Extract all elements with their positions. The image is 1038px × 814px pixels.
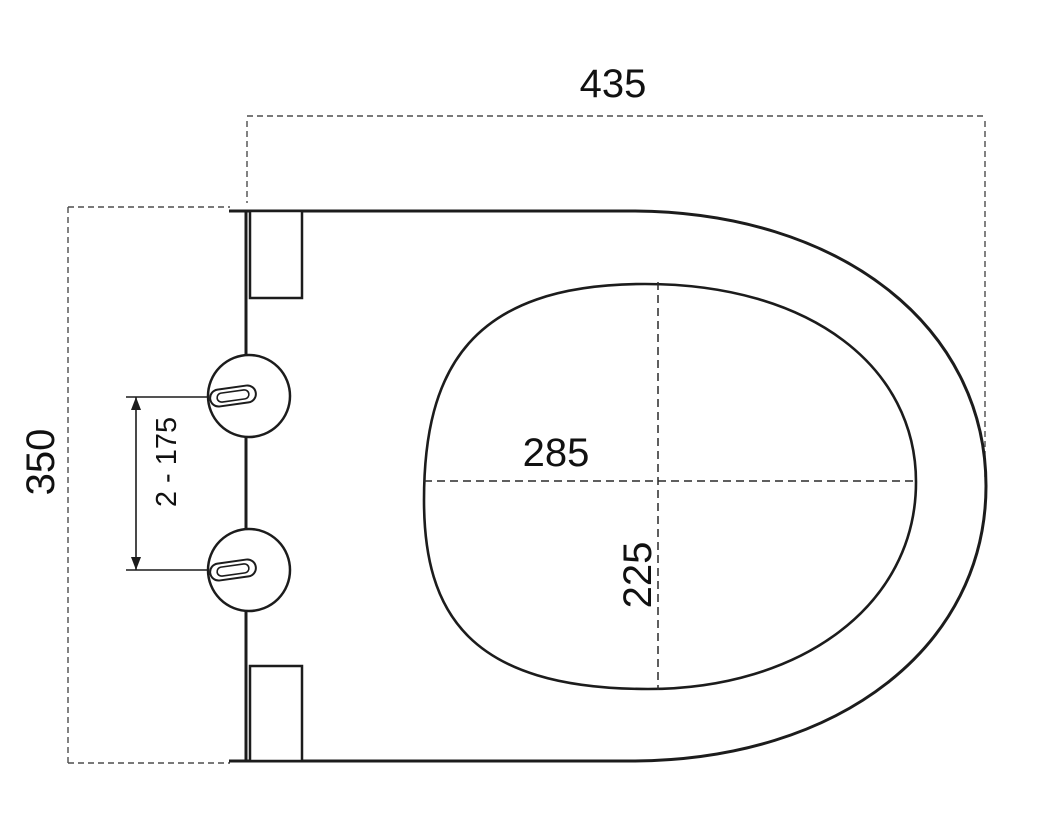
- top-mounting-bracket: [248, 209, 304, 300]
- bottom-mounting-bracket: [248, 664, 304, 763]
- opening-depth-label: 225: [616, 542, 660, 609]
- seat-outer-outline: [244, 209, 988, 763]
- seat-opening-outline: [422, 282, 918, 691]
- overall-width-label: 435: [580, 62, 647, 106]
- hinge-dim-arrow-up-icon: [131, 397, 141, 410]
- opening-width-label: 285: [523, 431, 590, 475]
- hinge-range-label: 2 - 175: [151, 417, 183, 507]
- overall-depth-label: 350: [19, 429, 63, 496]
- hinge-dim-arrow-down-icon: [131, 557, 141, 570]
- bottom-hinge-slot: [209, 558, 257, 582]
- top-hinge-slot: [209, 384, 257, 408]
